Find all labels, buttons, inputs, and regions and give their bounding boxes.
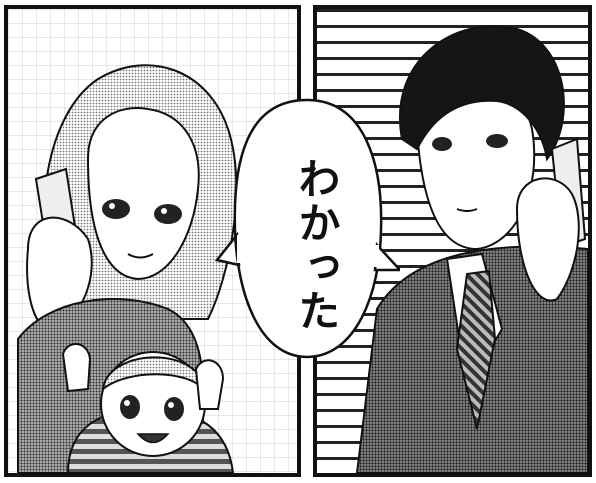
speech-bubble-text: わかった <box>292 157 341 333</box>
mother-face <box>86 107 200 281</box>
mother-hand <box>26 216 93 332</box>
child-hand-left <box>61 343 92 393</box>
mother-child-illustration <box>8 9 297 473</box>
man-tie <box>455 269 497 430</box>
child-hand-right <box>194 359 225 410</box>
man-hair <box>399 25 565 162</box>
left-panel <box>4 5 301 477</box>
man-hand <box>515 177 580 302</box>
speech-bubble <box>215 98 400 359</box>
